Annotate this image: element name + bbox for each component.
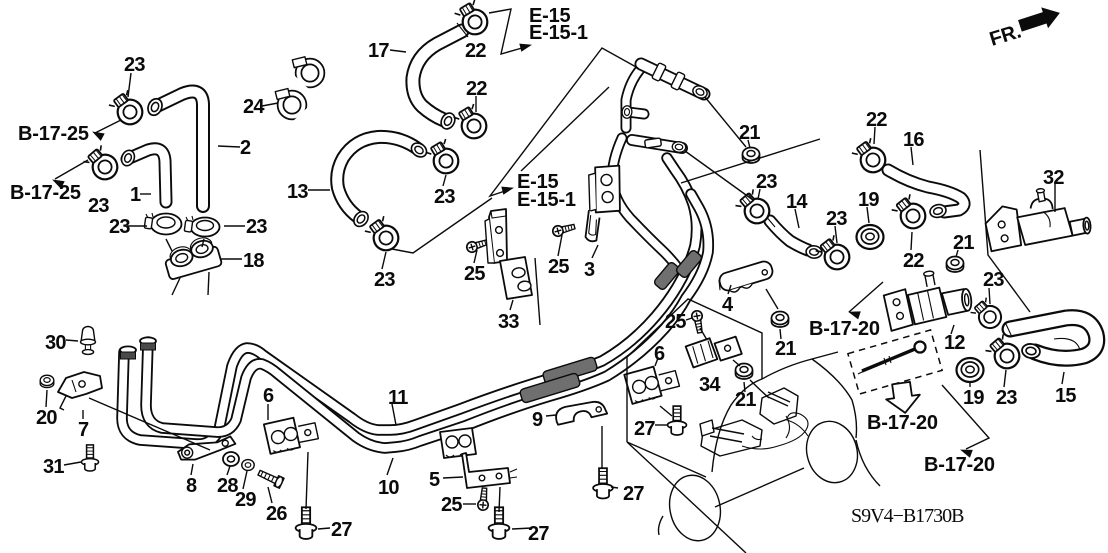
svg-text:12: 12 [944,332,965,354]
svg-text:16: 16 [903,129,924,151]
svg-text:E-15: E-15 [529,5,571,27]
svg-text:25: 25 [548,256,569,278]
svg-text:2: 2 [240,137,251,159]
svg-text:8: 8 [186,475,197,497]
svg-text:3: 3 [584,259,595,281]
svg-text:14: 14 [786,191,808,213]
svg-text:6: 6 [654,343,665,365]
svg-text:23: 23 [109,216,130,238]
svg-text:5: 5 [429,469,440,491]
svg-text:31: 31 [43,456,64,478]
svg-text:1: 1 [130,184,141,206]
svg-text:B-17-20: B-17-20 [924,454,995,476]
svg-text:22: 22 [866,109,887,131]
svg-text:4: 4 [722,294,734,316]
svg-text:32: 32 [1043,167,1064,189]
svg-text:23: 23 [374,269,395,291]
svg-text:20: 20 [36,407,57,429]
svg-text:E-15-1: E-15-1 [517,189,576,211]
svg-text:27: 27 [528,523,549,545]
svg-text:26: 26 [266,503,287,525]
svg-text:FR.: FR. [987,20,1024,50]
svg-text:21: 21 [953,232,974,254]
svg-text:23: 23 [826,208,847,230]
svg-text:23: 23 [983,269,1004,291]
svg-text:19: 19 [963,387,984,409]
svg-text:27: 27 [331,519,352,541]
svg-text:23: 23 [88,195,109,217]
svg-text:21: 21 [775,338,796,360]
svg-text:11: 11 [388,387,408,409]
svg-text:29: 29 [235,489,256,511]
svg-text:B-17-20: B-17-20 [867,412,938,434]
svg-text:E-15-1: E-15-1 [529,22,588,44]
svg-text:17: 17 [368,40,389,62]
svg-text:9: 9 [532,409,543,431]
svg-text:30: 30 [45,332,66,354]
svg-text:23: 23 [756,171,777,193]
svg-text:23: 23 [996,387,1017,409]
svg-text:19: 19 [858,189,879,211]
svg-text:6: 6 [263,385,274,407]
svg-text:B-17-20: B-17-20 [809,318,880,340]
svg-text:E-15: E-15 [517,171,559,193]
svg-text:21: 21 [739,122,760,144]
svg-text:B-17-25: B-17-25 [18,123,89,145]
svg-text:25: 25 [665,311,686,333]
svg-text:23: 23 [246,216,267,238]
svg-text:B-17-25: B-17-25 [10,182,81,204]
svg-text:33: 33 [498,311,519,333]
svg-text:13: 13 [287,181,308,203]
svg-text:22: 22 [465,40,486,62]
svg-text:24: 24 [243,96,265,118]
svg-text:21: 21 [735,389,756,411]
svg-text:34: 34 [699,374,721,396]
svg-text:15: 15 [1055,385,1076,407]
svg-text:27: 27 [623,483,644,505]
svg-text:25: 25 [441,494,462,516]
svg-text:S9V4−B1730B: S9V4−B1730B [851,505,964,527]
svg-text:22: 22 [466,78,487,100]
svg-text:23: 23 [434,186,455,208]
svg-text:27: 27 [634,418,655,440]
svg-text:7: 7 [78,419,89,441]
svg-text:25: 25 [464,263,485,285]
svg-text:28: 28 [217,475,238,497]
svg-text:23: 23 [124,54,145,76]
svg-text:10: 10 [378,477,399,499]
svg-text:22: 22 [903,250,924,272]
svg-text:18: 18 [243,250,264,272]
